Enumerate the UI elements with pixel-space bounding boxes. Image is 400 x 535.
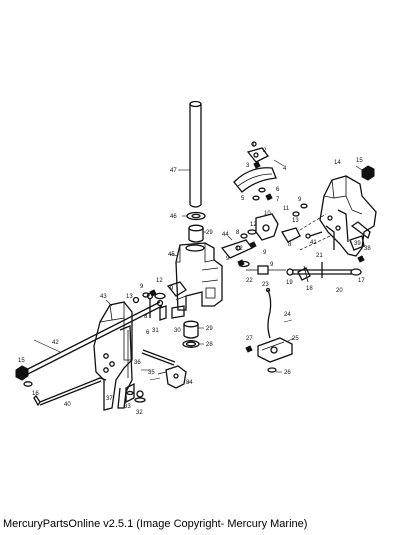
callout-26: 26 (284, 370, 291, 376)
bushing-upper (188, 224, 204, 243)
callout-6b: 6 (146, 330, 150, 336)
clamp-bracket-right (299, 175, 377, 257)
callout-22: 22 (246, 278, 253, 284)
reverse-lock-hook (157, 365, 187, 389)
callout-31: 31 (152, 328, 159, 334)
callout-1: 1 (252, 142, 256, 148)
callout-23: 23 (262, 282, 269, 288)
callout-3: 3 (246, 163, 250, 169)
callout-38: 38 (364, 246, 371, 252)
o-ring (182, 340, 200, 348)
callout-28: 28 (206, 342, 213, 348)
adjustment-rod (141, 349, 176, 366)
steering-arm-fasteners (240, 203, 323, 249)
callout-8c: 8 (144, 314, 148, 320)
callout-18: 18 (306, 286, 313, 292)
trim-pin-assembly (125, 382, 146, 404)
tilt-tube-nut-right (361, 165, 375, 181)
bushing-lower (183, 320, 199, 339)
callout-20: 20 (336, 288, 343, 294)
callout-12c: 12 (156, 278, 163, 284)
callout-37: 37 (106, 396, 113, 402)
copyright-caption: MercuryPartsOnline v2.5.1 (Image Copyrig… (3, 518, 308, 530)
callout-47: 47 (170, 168, 177, 174)
throttle-cable (265, 287, 272, 339)
callout-45: 45 (168, 252, 175, 258)
linkage-block (237, 259, 286, 275)
callout-46: 46 (170, 214, 177, 220)
bracket-fasteners-left (142, 281, 187, 300)
callout-17: 17 (358, 278, 365, 284)
callout-41: 41 (310, 240, 317, 246)
callout-36: 36 (134, 360, 141, 366)
callout-5: 5 (241, 196, 245, 202)
callout-35: 35 (148, 370, 155, 376)
callout-13: 13 (292, 218, 299, 224)
callout-10: 10 (264, 211, 271, 217)
callout-8: 8 (236, 230, 240, 236)
swivel-shaft (189, 100, 202, 208)
callout-13b: 13 (126, 294, 133, 300)
callout-15: 15 (356, 158, 363, 164)
callout-29: 29 (206, 230, 213, 236)
callout-15b: 15 (18, 358, 25, 364)
swivel-bracket (175, 242, 223, 311)
callout-30: 30 (174, 328, 181, 334)
callout-27: 27 (246, 336, 253, 342)
callout-25: 25 (292, 336, 299, 342)
callout-9e: 9 (170, 286, 174, 292)
washer (186, 211, 206, 221)
cable-clamp (245, 337, 293, 373)
callout-4: 4 (283, 166, 287, 172)
callout-7: 7 (276, 197, 280, 203)
callout-34: 34 (186, 380, 193, 386)
callout-16: 16 (32, 391, 39, 397)
leader-lines (33, 159, 363, 383)
callout-labels: 1 2 3 4 5 6 7 8 9 10 11 12 13 14 15 8 9 … (18, 142, 371, 416)
callout-29b: 29 (206, 326, 213, 332)
callout-12: 12 (250, 222, 257, 228)
tilt-tube (21, 299, 164, 377)
tilt-tube-nut-left (15, 365, 33, 387)
callout-12b: 12 (236, 246, 243, 252)
callout-43: 43 (100, 294, 107, 300)
callout-14: 14 (334, 160, 341, 166)
callout-40: 40 (64, 402, 71, 408)
callout-9d: 9 (226, 256, 230, 262)
callout-9b: 9 (263, 250, 267, 256)
callout-42: 42 (52, 340, 59, 346)
exploded-parts-diagram: 1 2 3 4 5 6 7 8 9 10 11 12 13 14 15 8 9 … (15, 100, 377, 416)
callout-9c: 9 (270, 262, 274, 268)
callout-44: 44 (222, 232, 229, 238)
callout-21: 21 (316, 253, 323, 259)
callout-6: 6 (276, 187, 280, 193)
callout-9: 9 (298, 197, 302, 203)
callout-19: 19 (286, 280, 293, 286)
callout-2: 2 (263, 148, 267, 154)
callout-8b: 8 (288, 242, 292, 248)
tilt-lock-lever (33, 377, 107, 407)
trim-hook (349, 221, 371, 263)
callout-33: 33 (124, 404, 131, 410)
bracket-spacer (132, 292, 185, 321)
callout-24: 24 (284, 312, 291, 318)
callout-32: 32 (136, 410, 143, 416)
tiller-bracket (233, 141, 277, 201)
steering-link (286, 262, 362, 283)
callout-11: 11 (283, 206, 290, 212)
callout-39: 39 (354, 241, 361, 247)
callout-9f: 9 (140, 284, 144, 290)
